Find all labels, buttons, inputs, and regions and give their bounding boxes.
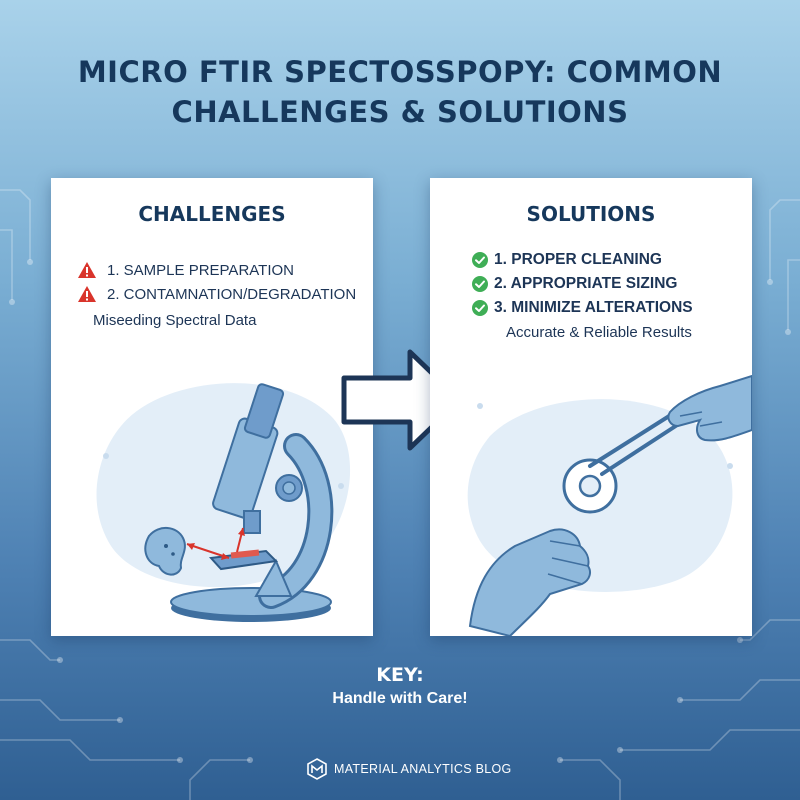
solution-item-label: 1. PROPER CLEANING xyxy=(494,251,662,268)
brand-logo-icon xyxy=(307,758,327,780)
list-item: 1. PROPER CLEANING xyxy=(472,248,746,272)
solution-item-label: 3. MINIMIZE ALTERATIONS xyxy=(494,299,693,316)
challenges-panel: CHALLENGES 1. SAMPLE PREPARATION 2. CONT… xyxy=(51,178,373,636)
check-circle-icon xyxy=(472,300,488,316)
brand-name: MATERIAL ANALYTICS BLOG xyxy=(334,762,512,776)
challenges-list: 1. SAMPLE PREPARATION 2. CONTAMNATION/DE… xyxy=(77,258,367,329)
list-item: 1. SAMPLE PREPARATION xyxy=(77,258,367,282)
list-item: 2. CONTAMNATION/DEGRADATION xyxy=(77,282,367,306)
list-item: 3. MINIMIZE ALTERATIONS xyxy=(472,296,746,320)
key-label: KEY: xyxy=(376,664,424,686)
tweezers-hands-illustration xyxy=(467,374,752,636)
challenge-item-label: 2. CONTAMNATION/DEGRADATION xyxy=(107,285,357,303)
microscope-illustration xyxy=(96,383,351,622)
solutions-list: 1. PROPER CLEANING 2. APPROPRIATE SIZING… xyxy=(472,248,746,341)
list-item: 2. APPROPRIATE SIZING xyxy=(472,272,746,296)
key-text: Handle with Care! xyxy=(332,690,468,707)
check-circle-icon xyxy=(472,252,488,268)
challenges-heading: CHALLENGES xyxy=(138,202,286,226)
solutions-panel: SOLUTIONS 1. PROPER CLEANING 2. APPROPRI… xyxy=(430,178,752,636)
challenge-item-label: 1. SAMPLE PREPARATION xyxy=(107,261,294,279)
warning-triangle-icon xyxy=(78,286,96,302)
brand-footer: MATERIAL ANALYTICS BLOG xyxy=(306,757,512,781)
solutions-note: Accurate & Reliable Results xyxy=(506,324,692,341)
solution-item-label: 2. APPROPRIATE SIZING xyxy=(494,275,678,292)
solutions-heading: SOLUTIONS xyxy=(526,202,656,226)
challenges-note: Miseeding Spectral Data xyxy=(93,312,257,329)
key-section: KEY: Handle with Care! xyxy=(250,664,550,708)
warning-triangle-icon xyxy=(78,262,96,278)
page-title: MICRO FTIR SPECTOSSPOPY: COMMON CHALLENG… xyxy=(77,55,723,129)
check-circle-icon xyxy=(472,276,488,292)
